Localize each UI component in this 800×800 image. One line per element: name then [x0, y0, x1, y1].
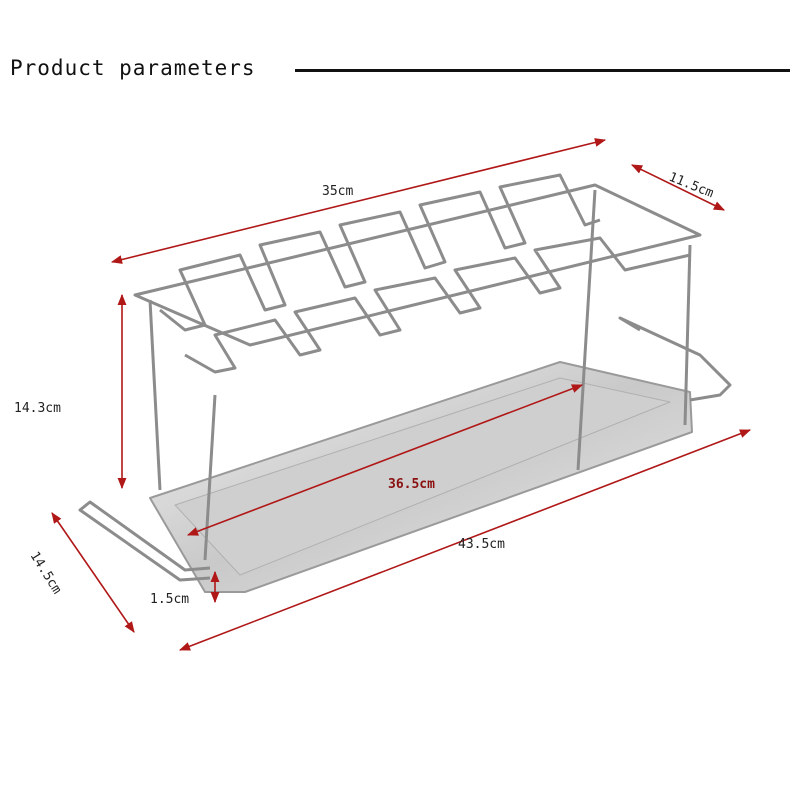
leg [683, 244, 692, 426]
title-divider [295, 69, 790, 72]
label-height: 14.3cm [14, 401, 61, 416]
label-length-top: 35cm [322, 184, 353, 199]
leg [148, 299, 162, 491]
dim-line-overall-length [178, 429, 752, 651]
label-width-top: 11.5cm [667, 170, 716, 202]
label-overall-length: 43.5cm [458, 537, 505, 552]
dim-line-overall-width [51, 512, 135, 633]
label-tray-depth: 1.5cm [150, 592, 189, 607]
rack-illustration [78, 173, 732, 593]
top-frame [133, 183, 702, 347]
right-handle [618, 316, 732, 402]
section-title: Product parameters [10, 56, 256, 80]
dim-line-width-top [630, 164, 726, 211]
label-tray-inner: 36.5cm [388, 477, 435, 492]
label-overall-width: 14.5cm [27, 549, 65, 597]
dimension-lines [51, 138, 752, 651]
zigzag-front [184, 236, 691, 374]
dim-line-length-top [110, 138, 607, 264]
